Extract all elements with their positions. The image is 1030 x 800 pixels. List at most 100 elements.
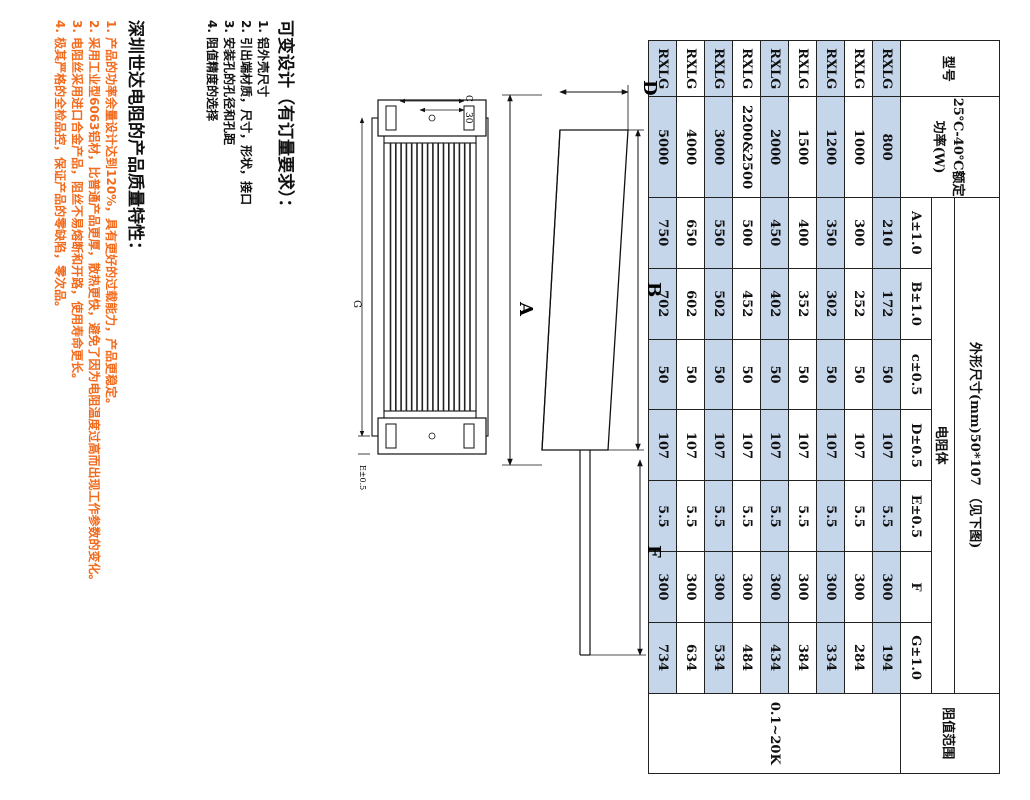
cell-model: RXLG: [760, 40, 789, 97]
dim-a: A: [502, 94, 542, 466]
cell-f: 300: [788, 551, 817, 623]
dim-b: B: [608, 129, 664, 451]
header-model: 型号: [900, 40, 1000, 97]
cell-e: 5.5: [732, 480, 761, 552]
cell-d: 107: [732, 409, 761, 481]
dim-f: F: [590, 459, 664, 656]
cell-d: 107: [760, 409, 789, 481]
design-item: 4. 阻值精度的选择: [205, 20, 219, 122]
cell-a: 350: [816, 197, 845, 269]
header-power: 25℃-40℃额定功率(W): [900, 96, 1000, 198]
cell-c: 50: [732, 339, 761, 410]
cell-a: 650: [676, 197, 705, 269]
dim-e: E±0.5: [358, 435, 370, 490]
cell-b: 172: [872, 268, 901, 340]
cell-g: 334: [816, 622, 845, 694]
spec-table: 型号 25℃-40℃额定功率(W) 外形尺寸(mm)50*107 （见下图) 阻…: [648, 40, 1000, 774]
cell-power: 800: [872, 96, 901, 198]
cell-b: 302: [816, 268, 845, 340]
cell-a: 210: [872, 197, 901, 269]
cell-a: 450: [760, 197, 789, 269]
quality-title: 深圳世达电阻的产品质量特性：: [125, 20, 145, 258]
top-view: [541, 129, 629, 656]
cell-b: 252: [844, 268, 873, 340]
variable-design-section: 可变设计（有订量要求）： 1. 铝外壳尺寸 2. 引出端材质，尺寸，形状，接口 …: [203, 20, 300, 720]
design-list: 1. 铝外壳尺寸 2. 引出端材质，尺寸，形状，接口 3. 安装孔的孔径和孔距 …: [203, 20, 271, 720]
cell-power: 2000: [760, 96, 789, 198]
cell-f: 300: [760, 551, 789, 623]
quality-item: 2. 采用工业型6063铝材，比普通产品更厚，散热更快，避免了因为电阻温度过高而…: [87, 20, 101, 587]
cell-power: 1000: [844, 96, 873, 198]
cell-d: 107: [816, 409, 845, 481]
label-c: C: [463, 95, 473, 102]
cell-d: 107: [788, 409, 817, 481]
cell-e: 5.5: [704, 480, 733, 552]
design-title: 可变设计（有订量要求）：: [275, 20, 295, 216]
cell-g: 384: [788, 622, 817, 694]
cell-model: RXLG: [816, 40, 845, 97]
header-dim: c±0.5: [900, 339, 932, 410]
header-body: 电阻体: [931, 197, 955, 694]
header-dim: D±0.5: [900, 409, 932, 481]
cell-b: 502: [704, 268, 733, 340]
cell-c: 50: [704, 339, 733, 410]
cell-b: 452: [732, 268, 761, 340]
cell-d: 107: [676, 409, 705, 481]
quality-list: 1. 产品的功率余量设计达到120%，具有更好的过载能力，产品更稳定。 2. 采…: [51, 20, 119, 780]
cell-c: 50: [816, 339, 845, 410]
cell-model: RXLG: [844, 40, 873, 97]
quality-item: 4. 极其严格的全检品控，保证产品的零缺陷，零次品。: [53, 20, 67, 314]
cell-model: RXLG: [788, 40, 817, 97]
design-item: 1. 铝外壳尺寸: [256, 20, 270, 98]
cell-b: 402: [760, 268, 789, 340]
cell-g: 434: [760, 622, 789, 694]
cell-g: 194: [872, 622, 901, 694]
cell-e: 5.5: [760, 480, 789, 552]
cell-e: 5.5: [872, 480, 901, 552]
header-range: 阻值范围: [900, 693, 1000, 774]
header-dim: E±0.5: [900, 480, 932, 552]
cell-model: RXLG: [732, 40, 761, 97]
design-item: 3. 安装孔的孔径和孔距: [222, 20, 236, 146]
label-f: F: [643, 545, 664, 558]
cell-f: 300: [844, 551, 873, 623]
side-view: [371, 99, 489, 455]
cell-c: 50: [844, 339, 873, 410]
cell-range: 0.1~20K: [648, 693, 901, 774]
dim-d: D: [559, 80, 660, 130]
quality-item: 1. 产品的功率余量设计达到120%，具有更好的过载能力，产品更稳定。: [104, 20, 118, 411]
cell-a: 500: [732, 197, 761, 269]
cell-d: 107: [844, 409, 873, 481]
quality-item: 3. 电阻丝采用进口合金产品，阻丝不易熔断和开路，使用寿命更长。: [70, 20, 84, 386]
cell-f: 300: [732, 551, 761, 623]
cell-model: RXLG: [676, 40, 705, 97]
design-item: 2. 引出端材质，尺寸，形状，接口: [239, 20, 253, 206]
cell-b: 602: [676, 268, 705, 340]
cell-c: 50: [788, 339, 817, 410]
cell-d: 107: [872, 409, 901, 481]
cell-a: 400: [788, 197, 817, 269]
label-b: B: [643, 282, 664, 297]
label-a: A: [515, 301, 536, 317]
header-dim: B±1.0: [900, 268, 932, 340]
dim-c: 30 C: [399, 95, 473, 124]
cell-e: 5.5: [676, 480, 705, 552]
cell-power: 3000: [704, 96, 733, 198]
cell-power: 1200: [816, 96, 845, 198]
cell-c: 50: [760, 339, 789, 410]
header-dim: A±1.0: [900, 197, 932, 269]
cell-model: RXLG: [704, 40, 733, 97]
cooling-fins: [389, 143, 471, 411]
cell-c: 50: [872, 339, 901, 410]
cell-power: 2200&2500: [732, 96, 761, 198]
header-dim: G±1.0: [900, 622, 932, 694]
cell-d: 107: [704, 409, 733, 481]
